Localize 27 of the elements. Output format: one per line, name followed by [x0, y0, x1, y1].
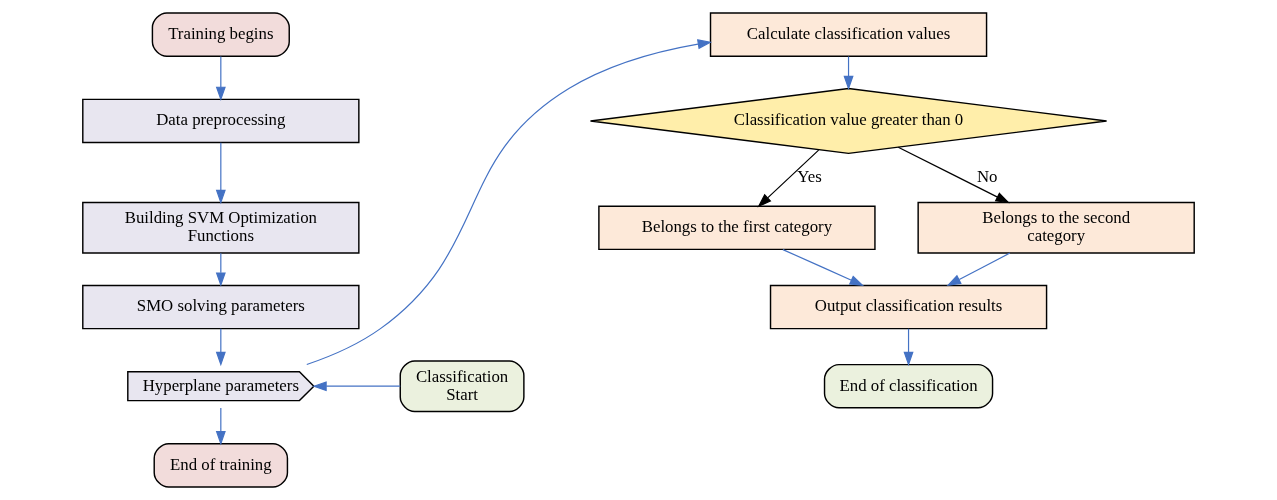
node-box: End of classification — [823, 363, 994, 409]
node-box: End of training — [153, 443, 289, 488]
node-box: Belongs to the second category — [917, 201, 1195, 254]
arrow — [843, 55, 854, 91]
node-box: Data preprocessing — [82, 98, 360, 144]
edge-label: No — [976, 167, 998, 187]
node-diamond: Classification value greater than 0 — [589, 87, 1108, 155]
arrow — [215, 328, 226, 367]
node-box: Classification Start — [399, 360, 525, 413]
node-box: SMO solving parameters — [82, 284, 360, 330]
arrow — [903, 328, 914, 367]
arrow — [215, 407, 226, 446]
arrow — [306, 39, 713, 366]
arrow — [312, 381, 401, 392]
node-box: Training begins — [151, 12, 290, 57]
node-box: Belongs to the first category — [598, 205, 876, 251]
arrow — [215, 55, 226, 102]
arrow — [215, 142, 226, 205]
arrow — [757, 149, 820, 208]
node-box: Building SVM Optimization Functions — [82, 201, 360, 254]
arrow — [946, 252, 1011, 286]
arrow — [782, 249, 865, 286]
edge-label: Yes — [797, 167, 822, 187]
node-box: Output classification results — [769, 284, 1048, 330]
arrow — [215, 252, 226, 287]
arrow — [897, 146, 1010, 204]
node-box: Calculate classification values — [709, 12, 988, 57]
